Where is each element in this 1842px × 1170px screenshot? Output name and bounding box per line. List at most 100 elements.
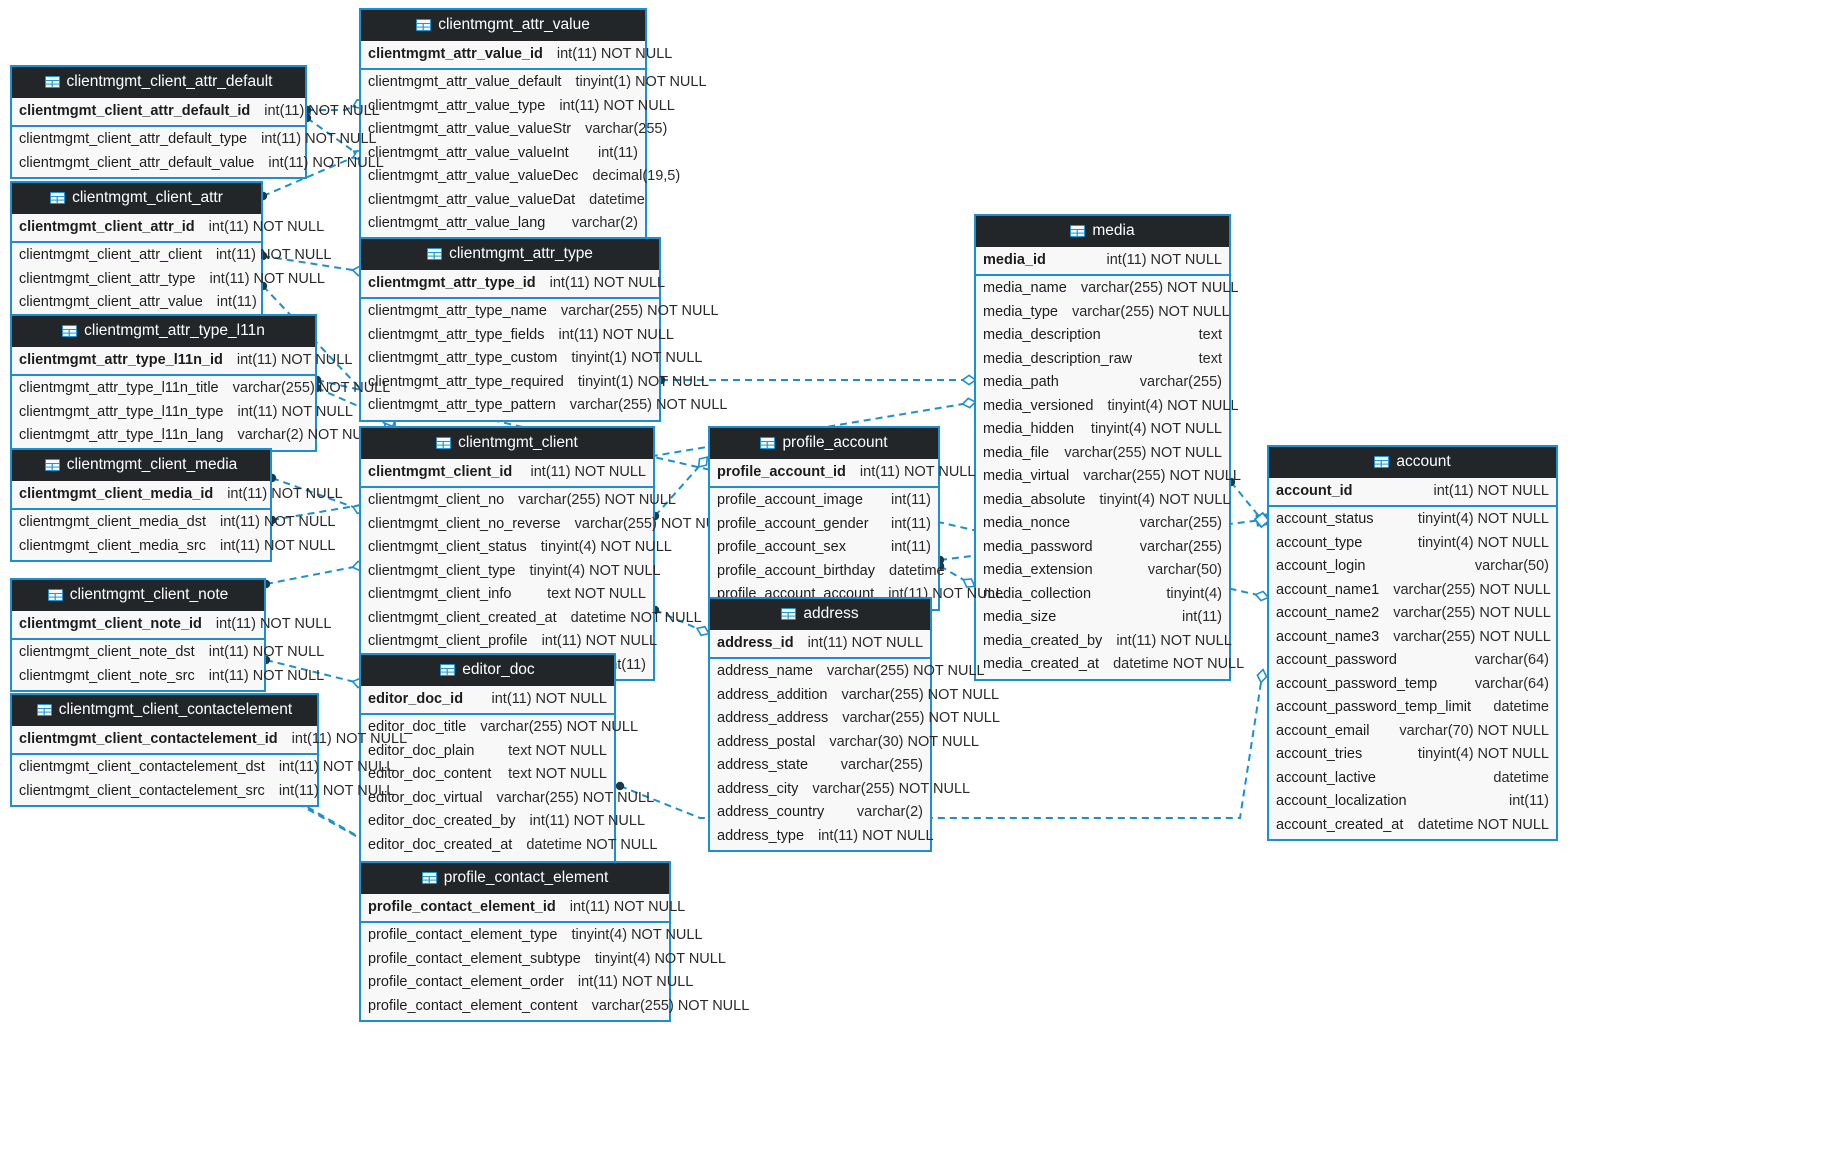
attribute-row[interactable]: clientmgmt_client_attr_default_valueint(… [12,151,384,175]
attribute-row[interactable]: profile_contact_element_orderint(11) NOT… [361,971,693,995]
attribute-row[interactable]: clientmgmt_attr_value_valueDatdatetime [361,188,645,212]
attribute-row[interactable]: editor_doc_contenttext NOT NULL [361,763,614,787]
entity-editor_doc[interactable]: editor_doceditor_doc_idint(11) NOT NULLe… [359,653,657,885]
entity-clientmgmt_client_attr_default[interactable]: clientmgmt_client_attr_defaultclientmgmt… [10,65,384,179]
attribute-row[interactable]: clientmgmt_attr_value_defaulttinyint(1) … [361,71,707,95]
primary-key-row[interactable]: media_idint(11) NOT NULL [976,246,1229,276]
primary-key-row[interactable]: profile_account_idint(11) NOT NULL [710,458,975,488]
attribute-row[interactable]: clientmgmt_attr_type_patternvarchar(255)… [361,394,727,418]
entity-clientmgmt_client_attr[interactable]: clientmgmt_client_attrclientmgmt_client_… [10,181,331,319]
attribute-row[interactable]: account_statustinyint(4) NOT NULL [1269,508,1556,532]
attribute-row[interactable]: media_filevarchar(255) NOT NULL [976,441,1229,465]
attribute-row[interactable]: clientmgmt_client_note_dstint(11) NOT NU… [12,641,324,665]
attribute-row[interactable]: media_sizeint(11) [976,606,1229,630]
attribute-row[interactable]: address_typeint(11) NOT NULL [710,824,934,848]
attribute-row[interactable]: account_emailvarchar(70) NOT NULL [1269,719,1556,743]
attribute-row[interactable]: media_hiddentinyint(4) NOT NULL [976,418,1229,442]
attribute-row[interactable]: media_pathvarchar(255) [976,371,1229,395]
attribute-row[interactable]: profile_account_genderint(11) [710,512,938,536]
attribute-row[interactable]: media_noncevarchar(255) [976,512,1229,536]
attribute-row[interactable]: editor_doc_plaintext NOT NULL [361,739,614,763]
primary-key-row[interactable]: clientmgmt_attr_type_idint(11) NOT NULL [361,269,665,299]
attribute-row[interactable]: media_extensionvarchar(50) [976,559,1229,583]
attribute-row[interactable]: clientmgmt_client_attr_valueint(11) [12,291,261,315]
attribute-row[interactable]: clientmgmt_client_contactelement_dstint(… [12,756,394,780]
attribute-row[interactable]: account_password_tempvarchar(64) [1269,672,1556,696]
attribute-row[interactable]: clientmgmt_attr_type_customtinyint(1) NO… [361,347,702,371]
primary-key-row[interactable]: clientmgmt_client_attr_default_idint(11)… [12,97,380,127]
attribute-row[interactable]: editor_doc_titlevarchar(255) NOT NULL [361,716,638,740]
entity-account[interactable]: accountaccount_idint(11) NOT NULLaccount… [1267,445,1558,841]
attribute-row[interactable]: clientmgmt_attr_value_valueIntint(11) [361,141,645,165]
attribute-row[interactable]: clientmgmt_client_no_reversevarchar(255)… [361,512,732,536]
attribute-row[interactable]: media_absolutetinyint(4) NOT NULL [976,488,1230,512]
attribute-row[interactable]: clientmgmt_attr_type_l11n_typeint(11) NO… [12,400,353,424]
attribute-row[interactable]: profile_account_imageint(11) [710,489,938,513]
attribute-row[interactable]: clientmgmt_attr_type_namevarchar(255) NO… [361,300,719,324]
attribute-row[interactable]: clientmgmt_client_attr_clientint(11) NOT… [12,244,331,268]
attribute-row[interactable]: media_collectiontinyint(4) [976,582,1229,606]
attribute-row[interactable]: clientmgmt_client_note_srcint(11) NOT NU… [12,664,324,688]
entity-clientmgmt_attr_type_l11n[interactable]: clientmgmt_attr_type_l11nclientmgmt_attr… [10,314,390,452]
attribute-row[interactable]: media_description_rawtext [976,347,1229,371]
primary-key-row[interactable]: clientmgmt_client_note_idint(11) NOT NUL… [12,610,331,640]
attribute-row[interactable]: account_password_temp_limitdatetime [1269,696,1556,720]
attribute-row[interactable]: account_passwordvarchar(64) [1269,649,1556,673]
attribute-row[interactable]: account_loginvarchar(50) [1269,555,1556,579]
attribute-row[interactable]: address_addressvarchar(255) NOT NULL [710,707,1000,731]
attribute-row[interactable]: media_created_byint(11) NOT NULL [976,629,1232,653]
attribute-row[interactable]: clientmgmt_attr_type_fieldsint(11) NOT N… [361,323,674,347]
attribute-row[interactable]: clientmgmt_client_attr_typeint(11) NOT N… [12,267,325,291]
attribute-row[interactable]: media_typevarchar(255) NOT NULL [976,300,1230,324]
attribute-row[interactable]: clientmgmt_attr_value_langvarchar(2) [361,212,645,236]
attribute-row[interactable]: account_triestinyint(4) NOT NULL [1269,743,1556,767]
attribute-row[interactable]: clientmgmt_attr_value_valueStrvarchar(25… [361,118,667,142]
entity-clientmgmt_client_note[interactable]: clientmgmt_client_noteclientmgmt_client_… [10,578,331,692]
primary-key-row[interactable]: clientmgmt_attr_type_l11n_idint(11) NOT … [12,346,352,376]
attribute-row[interactable]: account_typetinyint(4) NOT NULL [1269,531,1556,555]
attribute-row[interactable]: clientmgmt_client_contactelement_srcint(… [12,779,394,803]
primary-key-row[interactable]: address_idint(11) NOT NULL [710,629,930,659]
attribute-row[interactable]: clientmgmt_client_statustinyint(4) NOT N… [361,536,672,560]
attribute-row[interactable]: profile_account_birthdaydatetime [710,559,945,583]
entity-clientmgmt_attr_type[interactable]: clientmgmt_attr_typeclientmgmt_attr_type… [359,237,727,422]
attribute-row[interactable]: media_namevarchar(255) NOT NULL [976,277,1239,301]
primary-key-row[interactable]: profile_contact_element_idint(11) NOT NU… [361,893,685,923]
entity-profile_contact_element[interactable]: profile_contact_elementprofile_contact_e… [359,861,749,1022]
attribute-row[interactable]: clientmgmt_attr_type_l11n_langvarchar(2)… [12,424,379,448]
attribute-row[interactable]: editor_doc_created_atdatetime NOT NULL [361,833,657,857]
attribute-row[interactable]: account_name2varchar(255) NOT NULL [1269,602,1556,626]
attribute-row[interactable]: address_countryvarchar(2) [710,801,930,825]
attribute-row[interactable]: clientmgmt_client_created_atdatetime NOT… [361,606,702,630]
attribute-row[interactable]: clientmgmt_client_attr_default_typeint(1… [12,128,377,152]
primary-key-row[interactable]: editor_doc_idint(11) NOT NULL [361,685,614,715]
primary-key-row[interactable]: clientmgmt_client_media_idint(11) NOT NU… [12,480,343,510]
attribute-row[interactable]: address_statevarchar(255) [710,754,930,778]
attribute-row[interactable]: address_cityvarchar(255) NOT NULL [710,777,970,801]
primary-key-row[interactable]: clientmgmt_attr_value_idint(11) NOT NULL [361,40,672,70]
attribute-row[interactable]: account_localizationint(11) [1269,790,1556,814]
primary-key-row[interactable]: clientmgmt_client_contactelement_idint(1… [12,725,407,755]
attribute-row[interactable]: clientmgmt_attr_type_requiredtinyint(1) … [361,370,709,394]
attribute-row[interactable]: clientmgmt_client_media_srcint(11) NOT N… [12,534,335,558]
entity-address[interactable]: addressaddress_idint(11) NOT NULLaddress… [708,597,1000,852]
attribute-row[interactable]: media_virtualvarchar(255) NOT NULL [976,465,1241,489]
attribute-row[interactable]: profile_contact_element_typetinyint(4) N… [361,924,703,948]
attribute-row[interactable]: clientmgmt_client_novarchar(255) NOT NUL… [361,489,676,513]
attribute-row[interactable]: account_name1varchar(255) NOT NULL [1269,578,1556,602]
attribute-row[interactable]: editor_doc_virtualvarchar(255) NOT NULL [361,786,654,810]
attribute-row[interactable]: clientmgmt_client_typetinyint(4) NOT NUL… [361,559,661,583]
attribute-row[interactable]: media_created_atdatetime NOT NULL [976,653,1244,677]
attribute-row[interactable]: clientmgmt_attr_type_l11n_titlevarchar(2… [12,377,390,401]
primary-key-row[interactable]: account_idint(11) NOT NULL [1269,477,1556,507]
attribute-row[interactable]: media_passwordvarchar(255) [976,535,1229,559]
attribute-row[interactable]: clientmgmt_client_profileint(11) NOT NUL… [361,630,657,654]
attribute-row[interactable]: editor_doc_created_byint(11) NOT NULL [361,810,645,834]
primary-key-row[interactable]: clientmgmt_client_attr_idint(11) NOT NUL… [12,213,324,243]
attribute-row[interactable]: clientmgmt_client_infotext NOT NULL [361,583,653,607]
attribute-row[interactable]: profile_contact_element_contentvarchar(2… [361,994,749,1018]
attribute-row[interactable]: clientmgmt_attr_value_valueDecdecimal(19… [361,165,680,189]
attribute-row[interactable]: media_versionedtinyint(4) NOT NULL [976,394,1239,418]
entity-clientmgmt_client[interactable]: clientmgmt_clientclientmgmt_client_idint… [359,426,732,681]
attribute-row[interactable]: address_postalvarchar(30) NOT NULL [710,730,979,754]
